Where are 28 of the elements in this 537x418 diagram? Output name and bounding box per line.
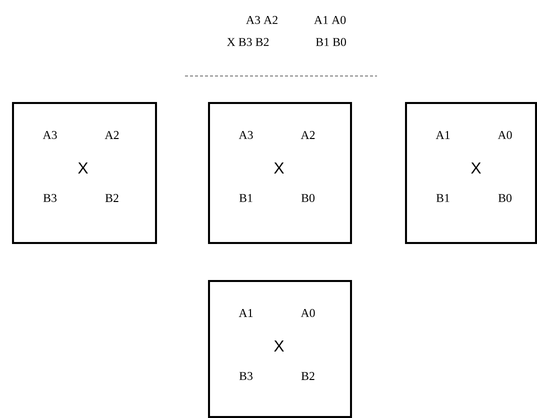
operand-label: A1 <box>436 131 450 139</box>
operand-label: B3 <box>239 372 253 380</box>
operand-label: B2 <box>105 194 118 202</box>
operand-label: A3 <box>42 130 57 140</box>
operand-row: B1 B0 <box>316 38 346 46</box>
operand-row: X B3 B2 <box>227 38 269 46</box>
operand-label: B0 <box>301 194 315 202</box>
operand-label: B2 <box>301 372 314 380</box>
operand-row: A3 A2 <box>246 16 278 24</box>
multiplication-box <box>208 280 352 418</box>
operand-row: A1 A0 <box>314 16 346 24</box>
operand-label: A3 <box>238 130 253 140</box>
operand-label: A1 <box>238 309 253 317</box>
multiply-sign: X <box>471 162 481 174</box>
operand-label: B0 <box>498 194 512 202</box>
operand-label: A2 <box>104 131 119 139</box>
multiply-sign: X <box>274 340 284 352</box>
multiplication-box <box>12 102 157 244</box>
operand-label: B1 <box>436 194 450 202</box>
operand-label: A0 <box>498 130 512 140</box>
multiply-sign: X <box>78 162 88 174</box>
multiplication-box <box>208 102 352 244</box>
multiply-sign: X <box>274 162 284 174</box>
operand-label: A0 <box>300 308 315 318</box>
multiplication-box <box>405 102 537 244</box>
operand-label: B3 <box>43 194 57 202</box>
operand-label: A2 <box>300 131 315 139</box>
operand-label: B1 <box>239 194 252 202</box>
